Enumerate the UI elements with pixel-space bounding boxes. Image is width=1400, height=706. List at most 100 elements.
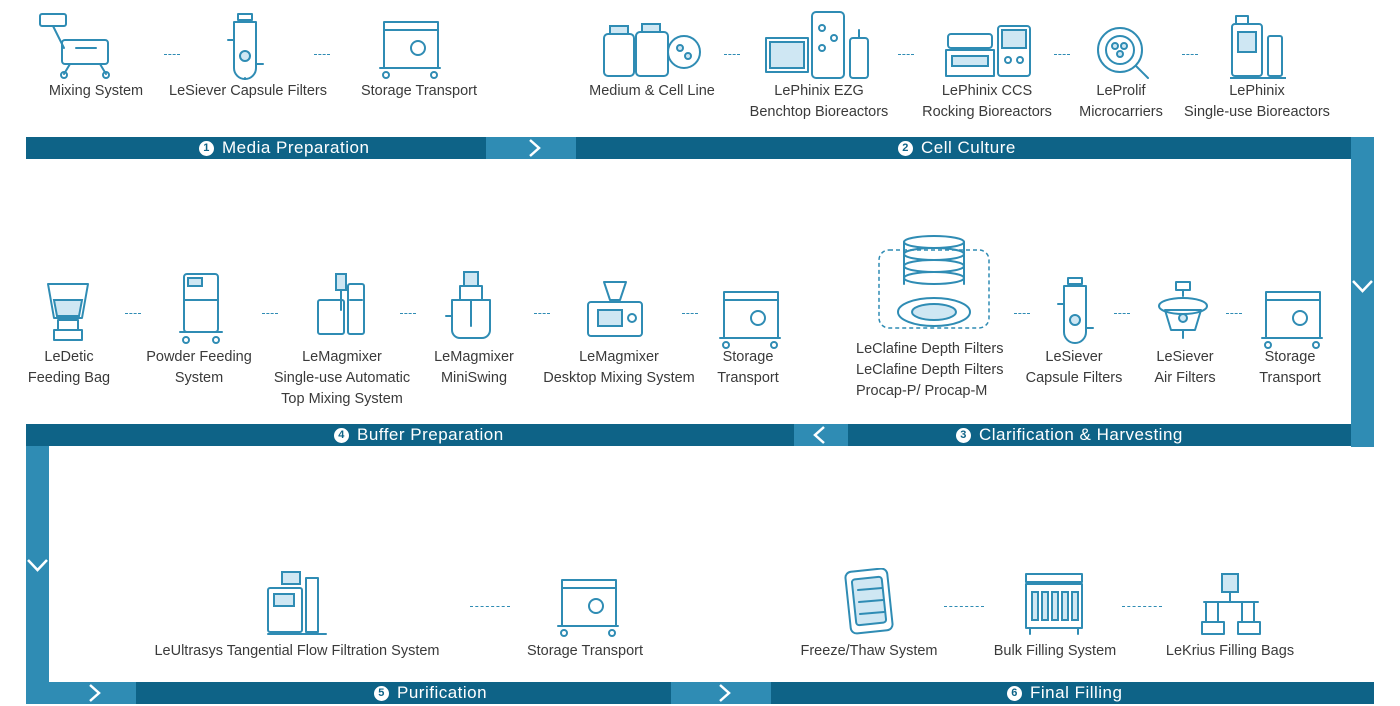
- item-label: LeMagmixer: [434, 349, 514, 365]
- dashed-connector: [682, 313, 698, 314]
- stage-label-cell-culture: 2 Cell Culture: [898, 137, 1016, 159]
- medium-bottles-icon: [602, 22, 702, 80]
- single-use-bioreactor-icon: [1230, 12, 1286, 80]
- item-lemagmixer-desktop: LeMagmixer Desktop Mixing System: [534, 347, 704, 389]
- item-leclafine: LeClafine Depth Filters LeClafine Depth …: [856, 339, 1016, 402]
- item-label: LePhinix CCS: [941, 83, 1033, 99]
- item-label: Feeding Bag: [27, 370, 111, 386]
- item-label: System: [174, 370, 224, 386]
- flow-bar-clarification-end: [1290, 424, 1351, 446]
- item-label: Transport: [1259, 370, 1321, 386]
- flow-bar-purification: [136, 682, 671, 704]
- stage-number: 6: [1007, 685, 1022, 701]
- item-label: Procap-P/ Procap-M: [856, 383, 988, 399]
- item-label: LeSiever: [1045, 349, 1103, 365]
- item-storage-transport: Storage Transport: [700, 347, 796, 389]
- item-label: LeKrius Filling Bags: [1165, 643, 1295, 659]
- item-label: LeMagmixer: [579, 349, 659, 365]
- storage-transport-icon: [1258, 288, 1324, 350]
- stage-number: 2: [898, 140, 913, 156]
- stage-title: Purification: [397, 683, 488, 702]
- dashed-connector: [125, 313, 141, 314]
- dashed-connector: [534, 313, 550, 314]
- item-leultrasys: LeUltrasys Tangential Flow Filtration Sy…: [130, 641, 464, 662]
- item-label: Medium & Cell Line: [589, 83, 715, 99]
- item-label: LeUltrasys Tangential Flow Filtration Sy…: [154, 643, 440, 659]
- dashed-connector: [262, 313, 278, 314]
- filling-bags-icon: [1200, 572, 1262, 638]
- item-label: Microcarriers: [1079, 104, 1163, 120]
- item-lephinix-ccs: LePhinix CCS Rocking Bioreactors: [914, 81, 1060, 123]
- item-label: Single-use Automatic: [273, 370, 411, 386]
- stage-title: Final Filling: [1030, 683, 1123, 702]
- item-leprolif: LeProlif Microcarriers: [1068, 81, 1174, 123]
- item-label: LeSiever: [1156, 349, 1214, 365]
- item-lesiever-air: LeSiever Air Filters: [1140, 347, 1230, 389]
- item-label: Mixing System: [48, 83, 144, 99]
- chevron-right-icon: [529, 139, 541, 157]
- item-storage-transport: Storage Transport: [346, 81, 492, 102]
- rocking-bioreactor-icon: [944, 22, 1034, 80]
- dashed-connector: [1182, 54, 1198, 55]
- flow-bar-connector-3: [26, 682, 136, 704]
- chevron-left-icon: [813, 426, 825, 444]
- microcarriers-icon: [1094, 24, 1150, 80]
- capsule-filter-icon: [226, 12, 266, 80]
- item-label: Desktop Mixing System: [543, 370, 695, 386]
- stage-number: 1: [199, 140, 214, 156]
- item-label: Freeze/Thaw System: [800, 643, 938, 659]
- item-label: LeMagmixer: [302, 349, 382, 365]
- item-powder-feeding: Powder Feeding System: [136, 347, 262, 389]
- depth-filter-icon: [878, 232, 990, 336]
- item-label: Powder Feeding: [146, 349, 252, 365]
- item-label: LeClafine Depth Filters: [856, 341, 1004, 357]
- item-label: Capsule Filters: [1025, 370, 1123, 386]
- item-lemagmixer-top: LeMagmixer Single-use Automatic Top Mixi…: [262, 347, 422, 410]
- dashed-connector: [470, 606, 510, 607]
- stage-number: 3: [956, 427, 971, 443]
- item-label: Storage Transport: [360, 83, 478, 99]
- powder-feeding-system-icon: [176, 270, 226, 346]
- dashed-connector: [164, 54, 180, 55]
- chevron-right-icon: [89, 684, 101, 702]
- item-label: Benchtop Bioreactors: [749, 104, 889, 120]
- flow-bar-buffer-preparation: [26, 424, 794, 446]
- stage-number: 4: [334, 427, 349, 443]
- item-medium-cell-line: Medium & Cell Line: [580, 81, 724, 102]
- stage-number: 5: [374, 685, 389, 701]
- mixing-system-icon: [36, 10, 116, 80]
- item-lesiever-capsule: LeSiever Capsule Filters: [1020, 347, 1128, 389]
- item-lekrius-filling-bags: LeKrius Filling Bags: [1154, 641, 1306, 662]
- stage-title: Media Preparation: [222, 138, 370, 157]
- chevron-down-icon: [27, 559, 48, 572]
- stage-title: Clarification & Harvesting: [979, 425, 1183, 444]
- item-bulk-filling: Bulk Filling System: [980, 641, 1130, 662]
- storage-transport-icon: [376, 18, 442, 80]
- flow-bar-left-vertical: [26, 446, 49, 682]
- item-label: Single-use Bioreactors: [1184, 104, 1330, 120]
- dashed-connector: [314, 54, 330, 55]
- dashed-connector: [1226, 313, 1242, 314]
- item-lephinix-ezg: LePhinix EZG Benchtop Bioreactors: [740, 81, 898, 123]
- item-label: LeClafine Depth Filters: [856, 362, 1004, 378]
- item-label: MiniSwing: [440, 370, 508, 386]
- top-mixing-system-icon: [314, 270, 370, 338]
- feeding-bag-icon: [44, 276, 94, 344]
- freeze-thaw-icon: [842, 568, 896, 636]
- item-storage-transport: Storage Transport: [1244, 347, 1336, 389]
- storage-transport-icon: [716, 288, 782, 350]
- item-label: Top Mixing System: [281, 391, 403, 407]
- item-label: LePhinix: [1229, 83, 1285, 99]
- item-label: LePhinix EZG: [774, 83, 864, 99]
- dashed-connector: [400, 313, 416, 314]
- stage-label-clarification: 3 Clarification & Harvesting: [956, 424, 1183, 446]
- miniswing-mixer-icon: [444, 270, 500, 342]
- flow-bar-media-preparation: [26, 137, 486, 159]
- stage-label-purification: 5 Purification: [374, 682, 487, 704]
- item-label: Storage Transport: [526, 643, 644, 659]
- air-filter-icon: [1156, 280, 1212, 342]
- stage-label-buffer-preparation: 4 Buffer Preparation: [334, 424, 504, 446]
- capsule-filter-icon: [1056, 276, 1096, 344]
- item-label: Storage: [722, 349, 774, 365]
- flow-bar-connector-2: [794, 424, 848, 446]
